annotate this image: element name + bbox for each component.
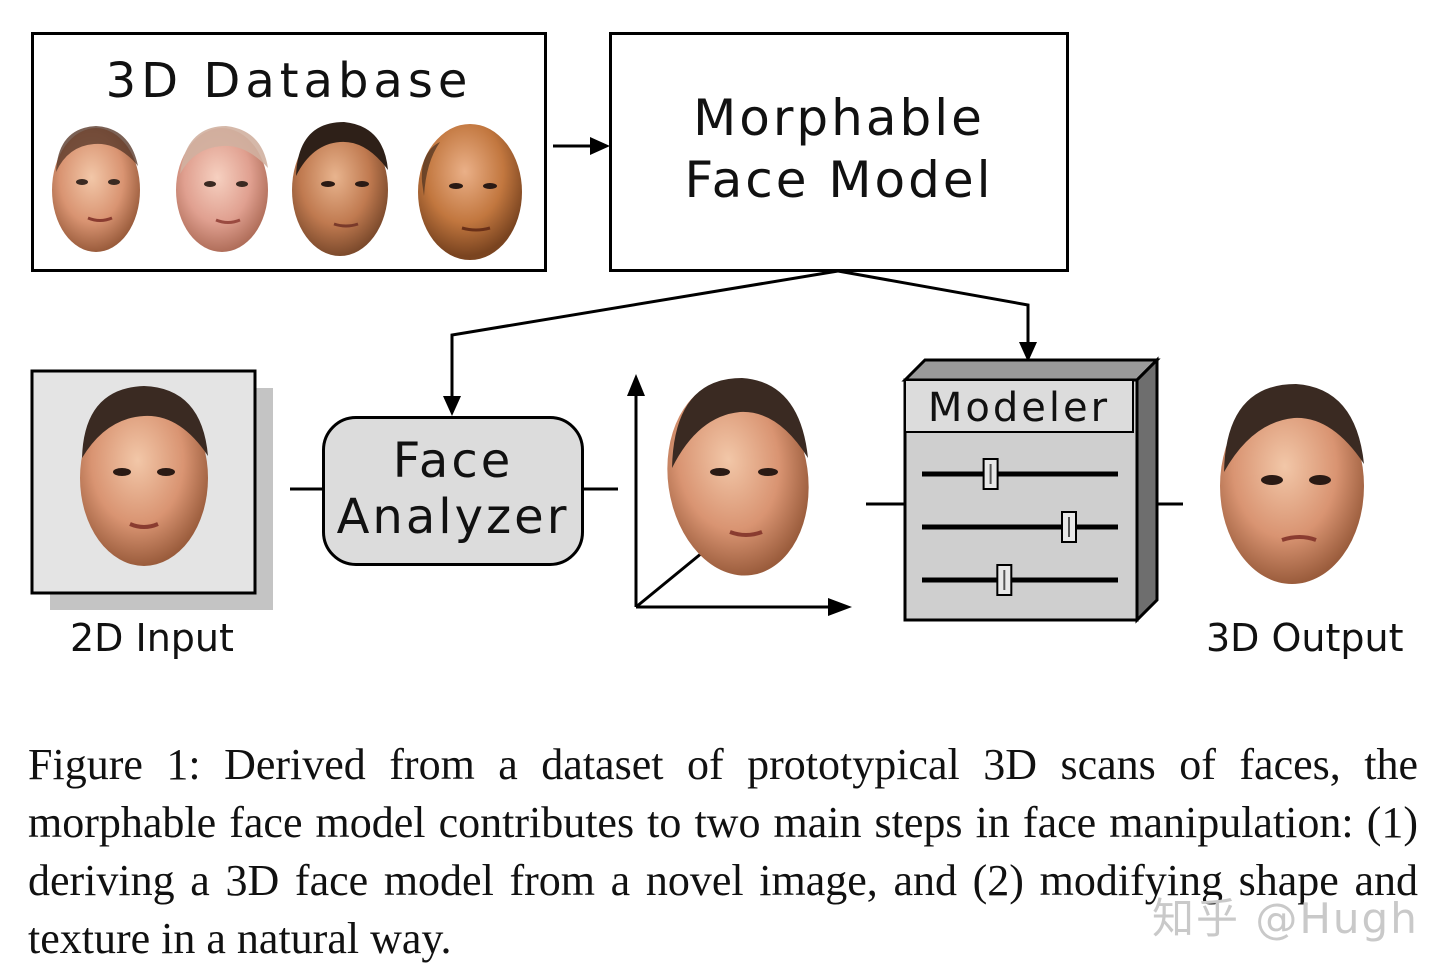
database-face-4 bbox=[418, 124, 522, 260]
morphable-model-label: Morphable Face Model bbox=[612, 87, 1066, 211]
arrow-model-to-modeler bbox=[837, 269, 1030, 346]
analyzer-line-2: Analyzer bbox=[336, 489, 570, 545]
database-face-2 bbox=[176, 126, 268, 252]
morphable-line-1: Morphable bbox=[693, 89, 985, 147]
diagram-canvas bbox=[30, 122, 1364, 624]
morphable-model-box: Morphable Face Model bbox=[609, 32, 1069, 272]
database-face-3 bbox=[292, 122, 388, 256]
watermark: 知乎 @Hugh bbox=[1152, 894, 1419, 943]
modeler-sliders[interactable] bbox=[922, 458, 1118, 596]
input-label: 2D Input bbox=[70, 616, 234, 660]
coordinate-axes bbox=[627, 374, 852, 616]
analyzed-face bbox=[667, 378, 809, 576]
output-face bbox=[1220, 384, 1364, 584]
face-analyzer-box: Face Analyzer bbox=[322, 416, 584, 566]
database-face-1 bbox=[52, 126, 140, 252]
analyzer-line-1: Face bbox=[392, 433, 514, 489]
figure-caption: Figure 1: Derived from a dataset of prot… bbox=[28, 740, 1418, 963]
morphable-line-2: Face Model bbox=[684, 151, 994, 209]
arrow-model-to-analyzer bbox=[450, 269, 839, 400]
modeler-title: Modeler bbox=[927, 385, 1111, 431]
output-label: 3D Output bbox=[1206, 616, 1404, 660]
input-face bbox=[80, 386, 208, 566]
database-title: 3D Database bbox=[105, 53, 473, 109]
database-box: 3D Database bbox=[31, 32, 547, 272]
